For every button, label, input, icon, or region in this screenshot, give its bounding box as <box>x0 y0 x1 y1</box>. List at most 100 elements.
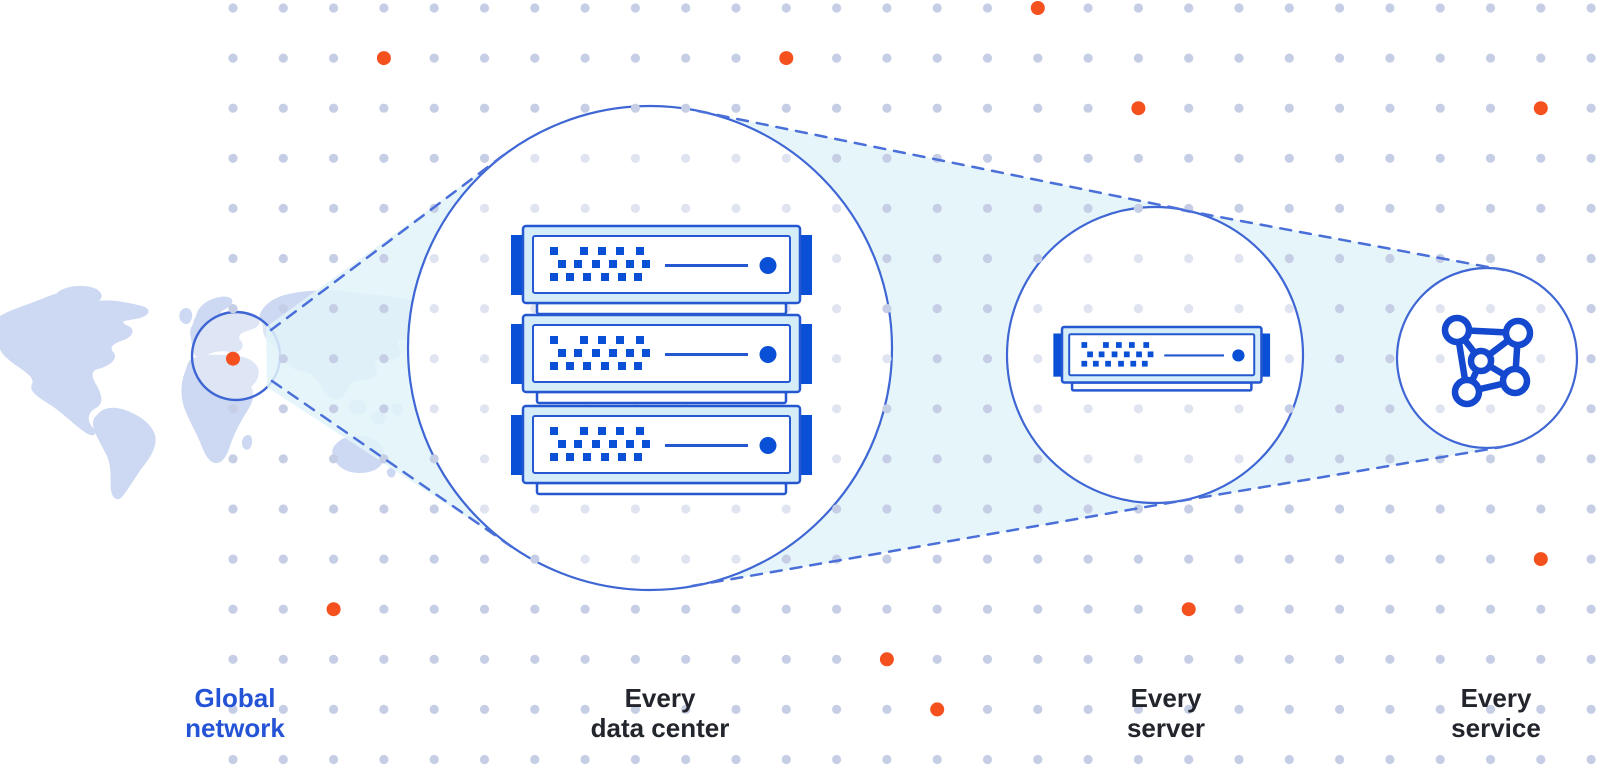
grid-dot <box>932 354 942 364</box>
grid-dot <box>1435 704 1445 715</box>
grid-dot <box>278 404 288 414</box>
grid-dot <box>882 103 892 113</box>
grid-dot <box>932 504 942 514</box>
grid-dot <box>429 253 439 264</box>
grid-dot <box>1184 253 1194 264</box>
grid-dot <box>379 704 389 715</box>
grid-dot <box>1083 253 1093 264</box>
grid-dot <box>329 704 339 715</box>
grid-dot <box>1485 304 1496 314</box>
server-right-tab <box>1258 333 1271 377</box>
grid-dot <box>329 203 339 213</box>
grid-dot <box>228 504 238 514</box>
grid-dot <box>982 654 993 664</box>
grid-dot <box>228 304 238 314</box>
grid-dot <box>1385 554 1395 564</box>
grid-dot <box>731 53 741 63</box>
grid-dot <box>1234 754 1244 765</box>
grid-dot <box>932 454 942 464</box>
grid-dot <box>1234 153 1244 163</box>
grid-dot <box>1234 53 1244 63</box>
grid-dot <box>832 53 842 63</box>
grid-dot <box>1184 153 1194 163</box>
grid-dot <box>982 153 993 163</box>
grid-dot <box>882 53 892 63</box>
grid-dot <box>1083 304 1093 314</box>
grid-dot <box>1335 253 1345 264</box>
grid-dot <box>882 504 892 514</box>
grid-dot <box>1033 354 1043 364</box>
grid-dot <box>982 754 993 765</box>
grid-dot <box>982 354 993 364</box>
grid-dot <box>630 754 641 765</box>
network-mesh-icon <box>1441 314 1534 408</box>
grid-dot <box>781 504 791 514</box>
grid-dot <box>1586 203 1596 213</box>
grid-dot <box>228 454 238 464</box>
mesh-node <box>1451 376 1483 408</box>
grid-dot <box>1485 754 1496 765</box>
grid-dot <box>429 304 439 314</box>
grid-dot <box>580 554 590 564</box>
orange-grid-dot <box>1533 101 1548 116</box>
grid-dot <box>379 554 389 564</box>
grid-dot <box>681 604 691 614</box>
grid-dot <box>1586 304 1596 314</box>
grid-dot <box>1335 354 1345 364</box>
grid-dot <box>982 103 993 113</box>
grid-dot <box>1536 153 1546 163</box>
server-unit <box>511 224 812 316</box>
grid-dot <box>580 53 590 63</box>
server-unit <box>511 313 812 405</box>
grid-dot <box>781 3 791 13</box>
grid-dot <box>1586 153 1596 163</box>
grid-dot <box>228 554 238 564</box>
server-led-dot <box>759 346 777 363</box>
grid-dot <box>1536 3 1546 13</box>
grid-dot <box>982 704 993 715</box>
grid-dot <box>1485 654 1496 664</box>
server-led-dot <box>759 257 777 274</box>
dashed-tangent-line <box>1178 445 1504 503</box>
grid-dot <box>1133 554 1143 564</box>
server-foot <box>535 390 788 405</box>
grid-dot <box>530 654 540 664</box>
grid-dot <box>429 404 439 414</box>
grid-dot <box>1234 3 1244 13</box>
grid-dot <box>329 354 339 364</box>
grid-dot <box>1083 654 1093 664</box>
grid-dot <box>1335 53 1345 63</box>
grid-dot <box>1133 754 1143 765</box>
grid-dot <box>1284 53 1294 63</box>
stage-label-global-network-line2: network <box>185 713 285 743</box>
grid-dot <box>832 754 842 765</box>
grid-dot <box>882 404 892 414</box>
grid-dot <box>1586 654 1596 664</box>
grid-dot <box>932 53 942 63</box>
grid-dot <box>1234 404 1244 414</box>
grid-dot <box>1284 704 1294 715</box>
grid-dot <box>1184 754 1194 765</box>
grid-dot <box>479 454 490 464</box>
grid-dot <box>731 654 741 664</box>
grid-dot <box>832 454 842 464</box>
grid-dot <box>530 203 540 213</box>
grid-dot <box>1284 754 1294 765</box>
orange-grid-dot <box>879 652 894 667</box>
grid-dot <box>278 153 288 163</box>
grid-dot <box>630 654 641 664</box>
grid-dot <box>1385 304 1395 314</box>
dashed-tangent-line <box>269 152 507 332</box>
stage-labels: Global network Every data center Every s… <box>185 683 1541 743</box>
stage-label-server-line2: server <box>1127 713 1205 743</box>
grid-dot <box>580 654 590 664</box>
grid-dot <box>228 754 238 765</box>
grid-dot <box>1335 103 1345 113</box>
grid-dot <box>228 3 238 13</box>
orange-grid-dot <box>930 702 945 717</box>
grid-dot <box>1133 654 1143 664</box>
grid-dot <box>731 504 741 514</box>
grid-dot <box>932 3 942 13</box>
grid-dot <box>1083 103 1093 113</box>
grid-dot <box>1586 354 1596 364</box>
